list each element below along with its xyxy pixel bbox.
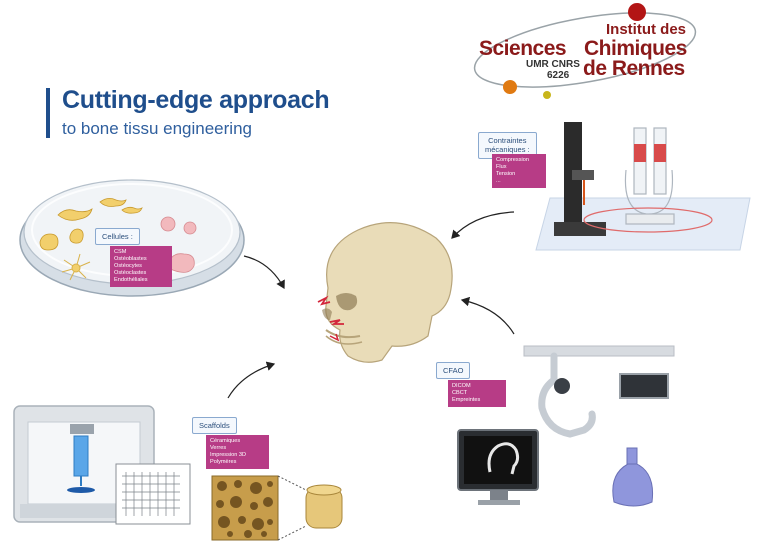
cells-item: CSM <box>114 249 127 255</box>
fracture-mark-upper <box>317 295 331 306</box>
scaffold-grid-zoom <box>115 463 191 525</box>
logo-line-rennes: de Rennes <box>583 57 685 80</box>
scaffolds-label: Scaffolds <box>192 417 237 434</box>
ceiling-rail <box>523 345 675 357</box>
arrow-cells-to-skull <box>243 255 285 290</box>
scaffolds-item: Polymères <box>210 458 237 465</box>
cells-label: Cellules : <box>95 228 140 245</box>
cbct-c-arm <box>538 352 596 438</box>
press-crosshead <box>572 170 594 180</box>
cells-item: Ostéoblastes <box>114 255 147 262</box>
logo-unit: UMR CNRS <box>526 59 580 70</box>
cfao-items-box: DICOM CBCT Empreintes <box>448 380 506 407</box>
scaffolds-item: Céramiques <box>210 438 241 444</box>
logo-line-chimiques: Chimiques <box>584 37 687 60</box>
logo-line-sciences: Sciences <box>479 37 567 60</box>
mechanical-label-line: Contraintes <box>488 136 527 145</box>
tray-handle <box>626 447 638 465</box>
zoom-line-bottom <box>277 525 307 541</box>
scaffolds-item: Verres <box>210 444 227 451</box>
figure-subtitle: to bone tissu engineering <box>62 119 252 138</box>
isc-rennes-logo <box>473 3 697 99</box>
logo-yellow-sphere <box>543 91 551 99</box>
skull-nasal-cavity <box>322 308 332 320</box>
cfao-item: DICOM <box>452 383 471 389</box>
zoom-line-top <box>277 475 307 491</box>
osteocyte-cell <box>61 253 91 281</box>
scaffolds-item: Impression 3D <box>210 451 247 458</box>
skull-cranium <box>325 222 453 363</box>
mechanical-item: Compression <box>496 157 529 163</box>
printer-head-mount <box>70 424 94 434</box>
monitor-skull-image <box>487 442 520 475</box>
cbct-detector <box>554 378 570 394</box>
osteoclast-cells <box>160 216 197 273</box>
logo-orange-sphere <box>503 80 517 94</box>
arrow-scaffolds-to-skull <box>227 361 276 399</box>
scaffolds-items-box: Céramiques Verres Impression 3D Polymère… <box>206 435 269 469</box>
logo-unit-number: 6226 <box>547 70 570 81</box>
cells-items-box: CSM Ostéoblastes Ostéocytes Ostéoclastes… <box>110 246 172 287</box>
cfao-label: CFAO <box>436 362 471 379</box>
fracture-mark-middle <box>329 319 344 325</box>
cells-item: Ostéocytes <box>114 262 142 269</box>
cbct-monitor <box>619 373 669 399</box>
arrow-mechanics-to-skull <box>451 211 515 239</box>
mechanical-item: ... <box>496 177 501 184</box>
mechanical-testing-illustration <box>535 122 751 251</box>
skull-teeth-line <box>325 329 361 339</box>
cells-item: Ostéoclastes <box>114 269 147 276</box>
scaffold-cylinder-top <box>306 484 342 496</box>
monitor-stand <box>490 490 508 500</box>
title-accent-bar <box>46 88 50 138</box>
press-base <box>554 222 606 236</box>
skull-illustration <box>317 222 453 363</box>
osteoblast-cells <box>39 198 143 251</box>
printer-bed <box>67 487 95 493</box>
scaffold-grid-lines <box>122 472 180 516</box>
flow-loop <box>583 207 713 233</box>
logo-line-institut: Institut des <box>606 21 687 38</box>
logo-red-sphere <box>628 3 646 21</box>
monitor-screen <box>464 436 532 484</box>
cells-item: Endothéliales <box>114 276 148 283</box>
bioreactor-flasks <box>624 127 675 225</box>
fracture-mark-lower <box>329 333 340 342</box>
cfao-item: CBCT <box>452 389 468 396</box>
mechanical-items-box: Compression Flux Tension ... <box>492 154 546 188</box>
figure-title: Cutting-edge approach <box>62 86 330 114</box>
skull-eye-socket <box>336 293 358 311</box>
arrow-cfao-to-skull <box>460 296 515 335</box>
dental-impression-tray <box>612 461 654 507</box>
mechanical-item: Tension <box>496 170 516 177</box>
skull-jaw-line <box>325 335 363 345</box>
cfao-illustration <box>457 345 675 507</box>
monitor-base <box>478 500 520 505</box>
mechanical-item: Flux <box>496 163 507 170</box>
scaffold-pores <box>216 480 273 538</box>
porous-scaffold-illustration <box>211 475 343 541</box>
logo-orbit <box>473 12 697 88</box>
mechanical-label-line: mécaniques : <box>485 145 530 155</box>
cfao-item: Empreintes <box>452 396 481 403</box>
